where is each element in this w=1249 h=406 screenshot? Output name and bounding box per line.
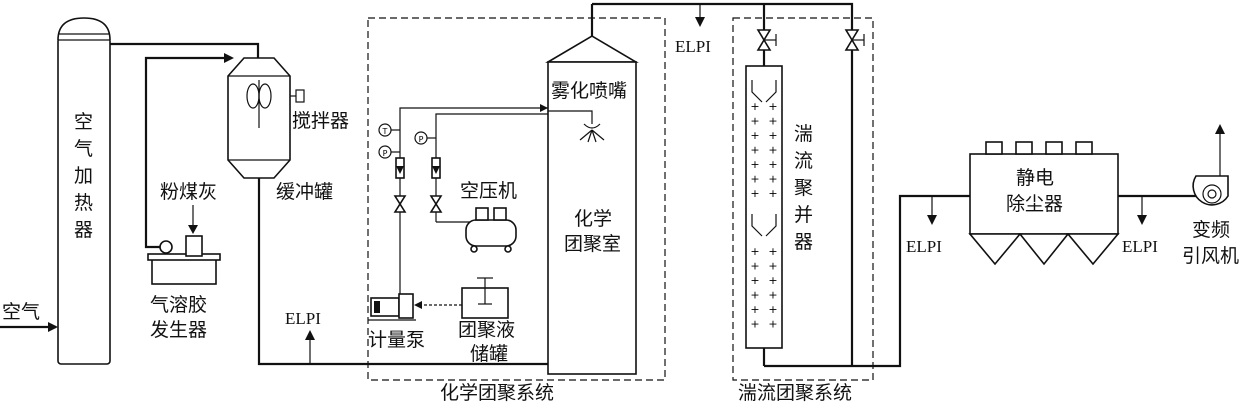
electrode-plus-mark: + — [750, 187, 759, 200]
electrode-plus-mark: + — [750, 318, 759, 331]
elpi-1-label: ELPI — [285, 309, 321, 328]
air-heater-label-4: 热 — [74, 192, 93, 214]
electrode-plus-mark: + — [750, 274, 759, 287]
turbulent-inlet-valve — [756, 29, 777, 51]
chamber-outlet-pipe — [592, 2, 854, 30]
electrode-plus-mark: + — [768, 173, 777, 186]
stirrer-label: 搅拌器 — [292, 110, 349, 132]
electrode-plus-mark: + — [768, 129, 777, 142]
liquid-feed-line — [399, 107, 548, 292]
atomizing-nozzle-label: 雾化喷嘴 — [551, 80, 627, 102]
elpi-4-arrow — [1137, 215, 1147, 225]
air-inlet-arrow — [48, 322, 58, 332]
heater-outlet-line — [110, 42, 260, 58]
electrode-plus-mark: + — [750, 115, 759, 128]
liquid-feed-arrow — [540, 104, 548, 112]
turb-agglomerator-label-5: 器 — [794, 231, 813, 253]
liquid-to-pump-arrow — [414, 301, 422, 309]
air-valve — [429, 195, 443, 213]
elpi-1-arrow — [305, 330, 315, 340]
electrode-plus-mark: + — [750, 129, 759, 142]
elpi-2-label: ELPI — [675, 37, 711, 56]
aerosol-generator-label-2: 发生器 — [150, 319, 207, 341]
turb-agglomerator-label-3: 聚 — [794, 177, 813, 199]
electrode-plus-mark: + — [750, 303, 759, 316]
air-compressor-label: 空压机 — [460, 180, 517, 202]
elpi-2-arrow — [695, 17, 705, 27]
electrode-plus-mark: + — [750, 260, 759, 273]
electrode-plus-mark: + — [768, 303, 777, 316]
atomizing-nozzle — [548, 110, 605, 143]
buffer-tank-label: 缓冲罐 — [276, 181, 333, 203]
electrostatic-precipitator — [968, 141, 1120, 266]
fly-ash-arrow — [188, 225, 198, 234]
turb-agglomerator-label-1: 湍 — [794, 123, 813, 145]
elpi-4-label: ELPI — [1122, 237, 1158, 256]
electrode-plus-mark: + — [750, 289, 759, 302]
temperature-gauge-label: T — [382, 127, 388, 136]
fly-ash-label: 粉煤灰 — [160, 181, 217, 203]
metering-pump-label: 计量泵 — [368, 329, 425, 351]
agglom-liquid-label-1: 团聚液 — [458, 319, 515, 341]
air-heater-label-5: 器 — [74, 219, 93, 241]
induced-draft-fan — [1192, 124, 1229, 206]
turb-agglomerator-label-4: 并 — [794, 204, 813, 226]
liquid-valve — [393, 195, 407, 213]
electrode-plus-mark: + — [768, 274, 777, 287]
esp-label-1: 静电 — [1016, 167, 1054, 189]
agglomerator-outlet-pipe — [764, 194, 970, 368]
elpi-3-label: ELPI — [906, 237, 942, 256]
fan-label-2: 引风机 — [1182, 245, 1239, 267]
electrode-plus-mark: + — [750, 158, 759, 171]
air-label: 空气 — [2, 301, 40, 323]
turb-agglomerator-label-2: 流 — [794, 150, 813, 172]
electrode-plus-mark: + — [750, 173, 759, 186]
chem-chamber-label-2: 团聚室 — [564, 233, 621, 255]
electrode-plus-mark: + — [768, 260, 777, 273]
turbulent-agglomerator — [745, 65, 783, 349]
electrode-plus-mark: + — [750, 245, 759, 258]
aerosol-feed-line — [144, 56, 226, 249]
air-heater-label-1: 空 — [74, 111, 93, 133]
electrode-plus-mark: + — [768, 158, 777, 171]
electrode-plus-mark: + — [768, 289, 777, 302]
esp-label-2: 除尘器 — [1006, 193, 1063, 215]
agglomerating-liquid-tank — [461, 277, 509, 319]
metering-pump — [368, 292, 416, 321]
compressed-air-line — [435, 113, 548, 222]
agglom-liquid-label-2: 储罐 — [470, 343, 508, 365]
aerosol-generator-label-1: 气溶胶 — [150, 294, 207, 316]
pressure-gauge-liquid-label: P — [383, 149, 388, 158]
electrode-plus-mark: + — [750, 100, 759, 113]
elpi-3-arrow — [927, 215, 937, 225]
electrode-plus-mark: + — [768, 245, 777, 258]
buffer-to-chamber-line — [257, 178, 548, 366]
pressure-gauge-air-label: P — [419, 135, 424, 144]
electrode-plus-mark: + — [768, 100, 777, 113]
turbulent-agglomeration-system-boundary — [732, 17, 874, 381]
electrode-plus-mark: + — [768, 187, 777, 200]
electrode-plus-mark: + — [768, 144, 777, 157]
turbulent-system-label: 湍流团聚系统 — [738, 382, 852, 404]
air-heater-label-3: 加 — [74, 165, 93, 187]
electrode-plus-mark: + — [768, 318, 777, 331]
chemical-system-label: 化学团聚系统 — [440, 382, 554, 404]
air-compressor — [436, 207, 517, 253]
electrode-plus-mark: + — [768, 115, 777, 128]
chemical-agglomeration-chamber — [545, 4, 639, 375]
air-heater-label-2: 气 — [74, 138, 93, 160]
chemical-agglomeration-system-boundary — [367, 17, 666, 381]
aerosol-feed-arrow — [224, 53, 234, 63]
electrode-plus-mark: + — [750, 144, 759, 157]
air-heater — [57, 17, 111, 365]
aerosol-generator — [147, 235, 221, 285]
bypass-valve — [844, 29, 865, 51]
chem-chamber-label-1: 化学 — [574, 208, 612, 230]
fan-label-1: 变频 — [1192, 219, 1230, 241]
agglomerator-electrode-grid: ++++++++++++++++++++++++++ — [750, 100, 777, 331]
buffer-tank — [227, 57, 305, 179]
